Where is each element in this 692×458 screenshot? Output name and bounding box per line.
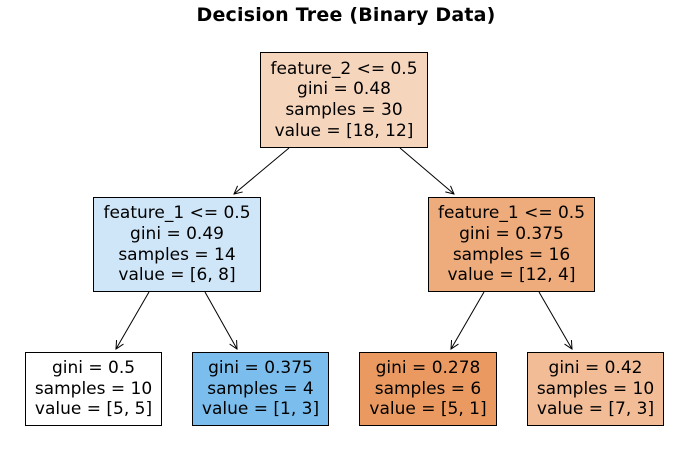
left-node: feature_1 <= 0.5 gini = 0.49 samples = 1… bbox=[93, 197, 261, 292]
leaf-node-lr: gini = 0.375 samples = 4 value = [1, 3] bbox=[192, 352, 329, 426]
node-samples-label: samples = 14 bbox=[118, 244, 236, 265]
node-value-label: value = [18, 12] bbox=[274, 120, 414, 141]
node-value-label: value = [5, 5] bbox=[34, 399, 153, 420]
edge-right-leaf-rl bbox=[451, 291, 485, 349]
node-samples-label: samples = 4 bbox=[207, 378, 314, 399]
node-samples-label: samples = 30 bbox=[285, 100, 403, 120]
edge-left-leaf-ll bbox=[116, 291, 150, 349]
node-gini-label: gini = 0.5 bbox=[51, 358, 136, 379]
node-split-label: feature_2 <= 0.5 bbox=[270, 58, 418, 79]
root-node: feature_2 <= 0.5 gini = 0.48 samples = 3… bbox=[260, 52, 428, 148]
node-samples-label: samples = 6 bbox=[374, 378, 482, 399]
diagram-title: Decision Tree (Binary Data) bbox=[196, 4, 496, 26]
node-split-label: feature_1 <= 0.5 bbox=[437, 203, 586, 224]
node-gini-label: gini = 0.278 bbox=[375, 358, 481, 379]
edge-root-left bbox=[234, 147, 290, 194]
right-node: feature_1 <= 0.5 gini = 0.375 samples = … bbox=[428, 197, 595, 292]
node-value-label: value = [12, 4] bbox=[447, 265, 576, 286]
node-value-label: value = [1, 3] bbox=[201, 399, 320, 420]
node-samples-label: samples = 16 bbox=[452, 244, 571, 265]
node-split-label: feature_1 <= 0.5 bbox=[103, 203, 251, 224]
leaf-node-ll: gini = 0.5 samples = 10 value = [5, 5] bbox=[25, 352, 162, 426]
leaf-node-rr: gini = 0.42 samples = 10 value = [7, 3] bbox=[527, 352, 664, 426]
node-samples-label: samples = 10 bbox=[34, 378, 153, 399]
node-gini-label: gini = 0.49 bbox=[130, 223, 224, 244]
node-value-label: value = [5, 1] bbox=[369, 399, 487, 420]
node-gini-label: gini = 0.48 bbox=[297, 79, 391, 100]
edge-left-leaf-lr bbox=[204, 291, 237, 349]
node-samples-label: samples = 10 bbox=[536, 378, 655, 399]
edge-root-right bbox=[399, 147, 454, 194]
node-value-label: value = [7, 3] bbox=[536, 399, 655, 420]
node-gini-label: gini = 0.42 bbox=[548, 358, 643, 379]
edge-right-leaf-rr bbox=[538, 291, 572, 349]
leaf-node-rl: gini = 0.278 samples = 6 value = [5, 1] bbox=[359, 352, 497, 426]
node-gini-label: gini = 0.375 bbox=[208, 358, 313, 379]
node-gini-label: gini = 0.375 bbox=[459, 223, 564, 244]
node-value-label: value = [6, 8] bbox=[118, 265, 236, 286]
